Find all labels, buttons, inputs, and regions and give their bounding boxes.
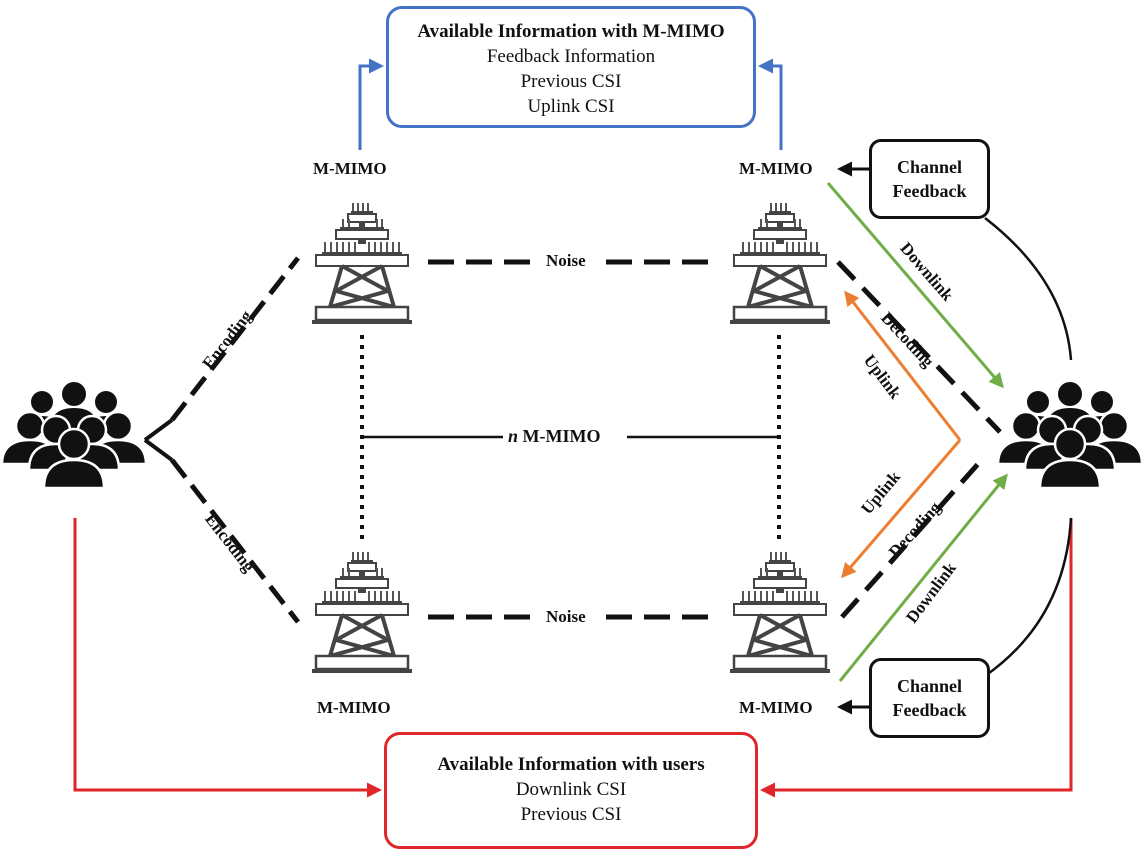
n-mimo-prefix: n	[508, 426, 519, 446]
encoding-line-bottom	[170, 458, 300, 624]
users-icon-right	[996, 380, 1142, 490]
users-info-item: Downlink CSI	[515, 779, 627, 800]
tower-label-bottom-left: M-MIMO	[317, 698, 391, 717]
channel-feedback-box-bottom: Channel Feedback	[869, 658, 990, 738]
mimo-info-item: Uplink CSI	[527, 96, 615, 117]
uplink-arrow-bottom	[841, 439, 962, 579]
channel-feedback-line: Feedback	[892, 181, 967, 201]
downlink-arrow-bottom	[838, 473, 1008, 682]
tower-label-top-left: M-MIMO	[313, 159, 387, 178]
noise-label-bottom: Noise	[546, 607, 586, 626]
channel-feedback-line: Feedback	[892, 700, 967, 720]
users-icon-left	[0, 380, 148, 490]
feedback-curve-top	[984, 217, 1073, 361]
tower-label-top-right: M-MIMO	[739, 159, 813, 178]
n-mimo-label: n M-MIMO	[508, 426, 600, 447]
tower-icon-top-left	[310, 201, 414, 326]
red-arrow-left	[73, 518, 382, 798]
tower-icon-top-right	[728, 201, 832, 326]
blue-arrow-left	[358, 58, 384, 150]
users-info-title: Available Information with users	[437, 754, 705, 775]
noise-label-top: Noise	[546, 251, 586, 270]
fork-line-top	[143, 418, 174, 442]
users-info-box: Available Information with users Downlin…	[384, 732, 758, 849]
encoding-line-top	[170, 256, 300, 422]
mimo-info-item: Previous CSI	[520, 71, 622, 92]
tower-icon-bottom-right	[728, 550, 832, 675]
users-info-item: Previous CSI	[520, 804, 622, 825]
fork-line-bottom	[143, 438, 174, 462]
n-mimo-text: M-MIMO	[518, 426, 601, 446]
tower-label-bottom-right: M-MIMO	[739, 698, 813, 717]
blue-arrow-right	[758, 58, 783, 150]
channel-feedback-line: Channel	[896, 676, 963, 696]
feedback-curve-bottom	[984, 517, 1073, 678]
mimo-info-title: Available Information with M-MIMO	[417, 21, 725, 42]
channel-feedback-line: Channel	[896, 157, 963, 177]
uplink-arrow-top	[844, 290, 962, 441]
downlink-arrow-top	[826, 182, 1004, 389]
mimo-info-item: Feedback Information	[486, 46, 656, 67]
red-arrow-right	[760, 518, 1073, 798]
channel-feedback-box-top: Channel Feedback	[869, 139, 990, 219]
mimo-info-box: Available Information with M-MIMO Feedba…	[386, 6, 756, 128]
decoding-line-top	[836, 260, 1002, 434]
tower-icon-bottom-left	[310, 550, 414, 675]
